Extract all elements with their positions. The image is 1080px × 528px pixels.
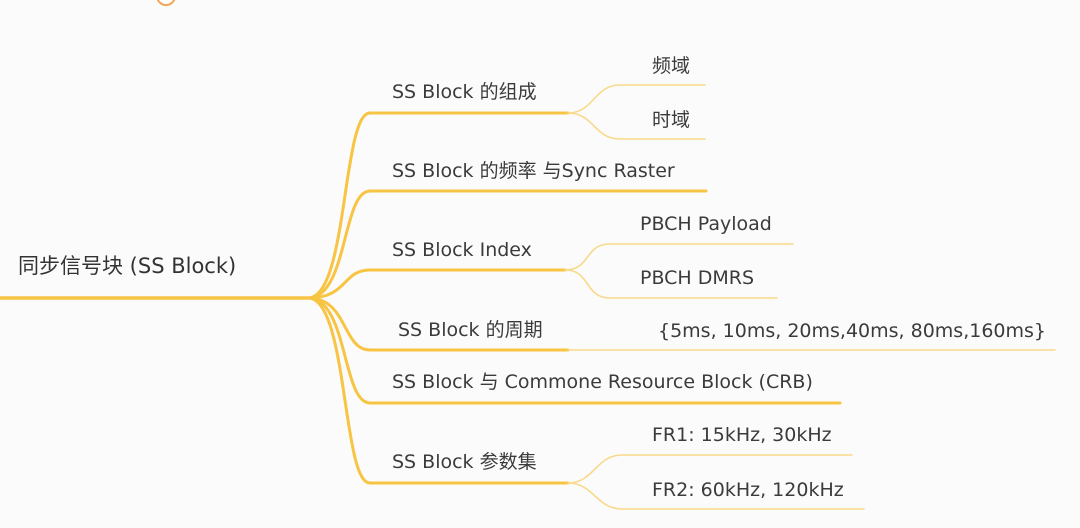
branch-period-label[interactable]: SS Block 的周期 [398, 319, 543, 341]
leaf-connector-time-domain [567, 112, 706, 140]
leaf-period-values-label[interactable]: {5ms, 10ms, 20ms,40ms, 80ms,160ms} [658, 320, 1046, 342]
leaf-connector-fr2 [567, 482, 865, 510]
branch-connector-3 [306, 296, 570, 352]
leaf-connector-fr1 [567, 454, 853, 484]
branch-crb-label[interactable]: SS Block 与 Commone Resource Block (CRB) [392, 371, 813, 393]
leaf-fr1-label[interactable]: FR1: 15kHz, 30kHz [652, 424, 832, 446]
leaf-pbch-payload-label[interactable]: PBCH Payload [640, 213, 772, 235]
root-node-label[interactable]: 同步信号块 (SS Block) [18, 254, 237, 278]
branch-numerology-label[interactable]: SS Block 参数集 [392, 451, 537, 473]
leaf-time-domain-label[interactable]: 时域 [652, 109, 691, 131]
leaf-frequency-domain-label[interactable]: 频域 [652, 55, 691, 77]
branch-connector-5 [306, 296, 570, 485]
leaf-connector-pbch-dmrs [564, 269, 778, 299]
leaf-connector-pbch-payload [564, 243, 794, 271]
branch-index-label[interactable]: SS Block Index [392, 239, 532, 261]
branch-composition-label[interactable]: SS Block 的组成 [392, 81, 537, 103]
leaf-pbch-dmrs-label[interactable]: PBCH DMRS [640, 267, 755, 289]
branch-connector-2 [306, 268, 567, 300]
leaf-fr2-label[interactable]: FR2: 60kHz, 120kHz [652, 479, 844, 501]
branch-connector-1 [306, 189, 708, 300]
branch-connector-4 [306, 296, 842, 405]
branch-frequency-sync-raster-label[interactable]: SS Block 的频率 与Sync Raster [392, 160, 675, 182]
leaf-connector-frequency-domain [567, 84, 706, 114]
branch-connector-0 [306, 111, 570, 300]
